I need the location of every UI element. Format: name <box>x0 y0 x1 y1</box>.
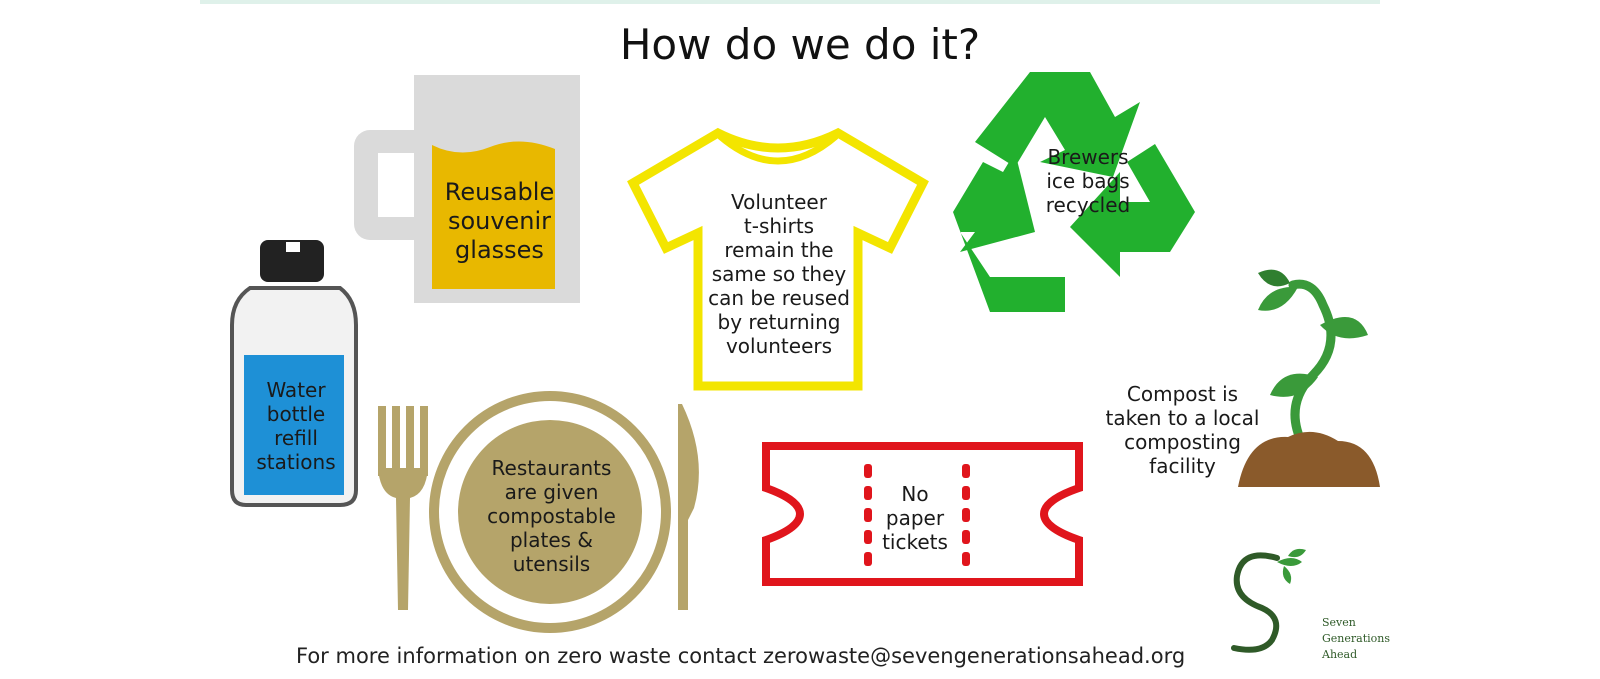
water-bottle-icon <box>230 240 358 507</box>
recycle-label: Brewers ice bags recycled <box>1045 145 1131 217</box>
ticket-icon <box>762 442 1083 586</box>
plate-cutlery-icon <box>378 391 699 633</box>
tshirt-label: Volunteer t-shirts remain the same so th… <box>708 190 850 358</box>
water-label: Water bottle refill stations <box>256 378 336 474</box>
compost-label: Compost is taken to a local composting f… <box>1105 382 1260 478</box>
top-border <box>200 0 1380 4</box>
page-title: How do we do it? <box>619 20 981 69</box>
sprout-icon <box>1238 269 1380 487</box>
logo-text: Seven Generations Ahead <box>1322 616 1390 661</box>
beer-glass-icon <box>354 75 580 303</box>
plates-label: Restaurants are given compostable plates… <box>487 456 616 576</box>
footer-contact: For more information on zero waste conta… <box>296 644 1186 668</box>
glasses-label: Reusable souvenir glasses <box>444 178 555 264</box>
t-shirt-icon <box>627 127 929 391</box>
recycle-icon <box>953 72 1195 312</box>
tickets-label: No paper tickets <box>882 482 948 554</box>
logo-icon <box>1231 548 1306 653</box>
